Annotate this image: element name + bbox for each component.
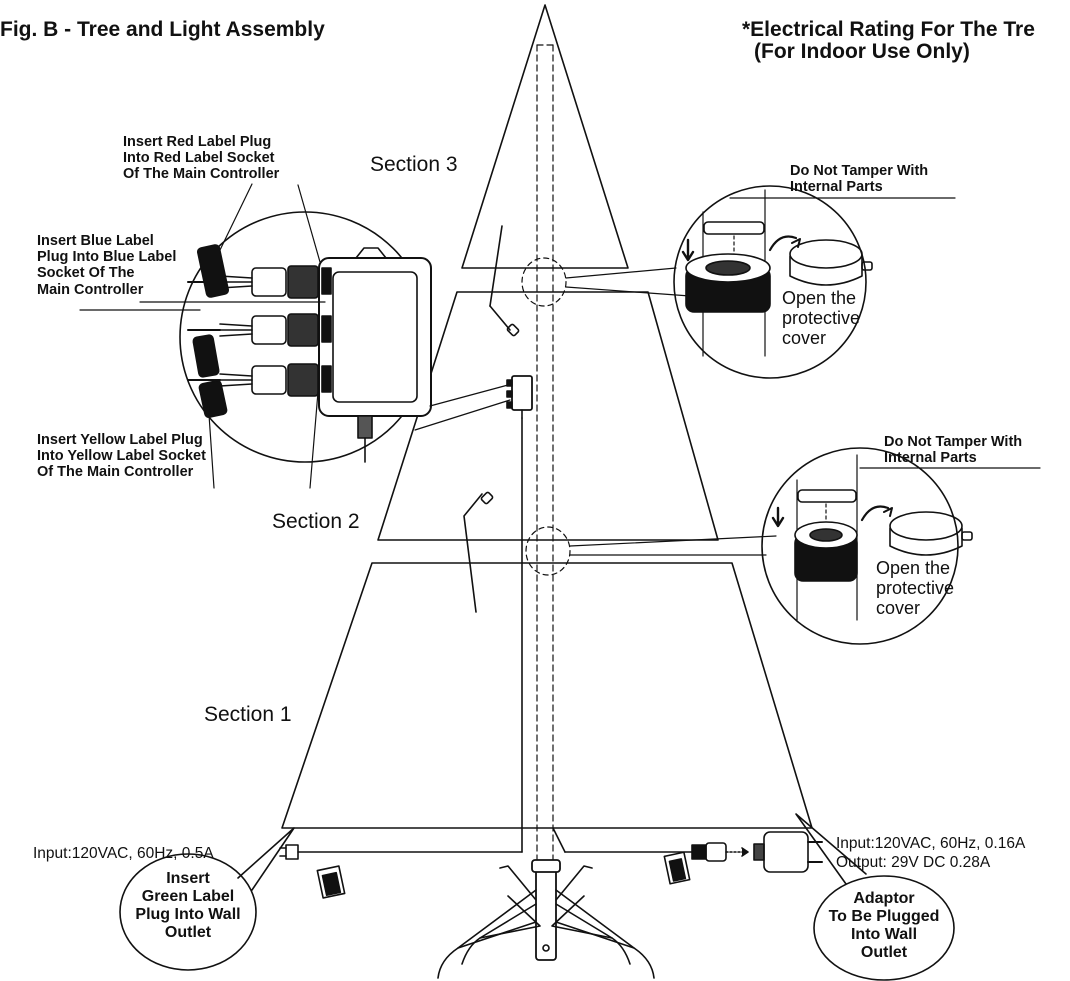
adaptor-callout: Adaptor To Be Plugged Into Wall Outlet — [828, 890, 940, 961]
green-plug-callout: Insert Green Label Plug Into Wall Outlet — [135, 870, 241, 941]
upper-tamper-warning: Do Not Tamper With Internal Parts — [790, 163, 929, 196]
lower-protective-cover-note: Open the protective cover — [876, 558, 955, 619]
lower-joint-detail — [761, 447, 973, 645]
main-controller-detail — [179, 211, 432, 463]
adaptor-input-rating: Input:120VAC, 60Hz, 0.16A — [836, 835, 1026, 852]
upper-joint-marker — [521, 257, 567, 307]
tree-section-1 — [281, 562, 813, 829]
section-2-label: Section 2 — [272, 510, 360, 533]
figure-title: Fig. B - Tree and Light Assembly — [0, 18, 325, 41]
upper-protective-cover-note: Open the protective cover — [782, 288, 861, 349]
green-plug-input-rating: Input:120VAC, 60Hz, 0.5A — [33, 845, 214, 862]
yellow-label-note: Insert Yellow Label Plug Into Yellow Lab… — [37, 432, 206, 481]
tree-stand — [437, 859, 655, 979]
adaptor-callout-shape — [795, 813, 955, 981]
upper-joint-detail — [673, 185, 873, 379]
electrical-note-line2: (For Indoor Use Only) — [754, 40, 970, 63]
green-plug-callout-shape — [119, 827, 295, 971]
electrical-note-line1: *Electrical Rating For The Tre — [742, 18, 1035, 41]
section2-plug — [463, 491, 494, 613]
section-1-label: Section 1 — [204, 703, 292, 726]
lower-joint-marker — [525, 526, 571, 576]
green-label-plug — [279, 844, 299, 860]
tree-section-3 — [461, 4, 629, 269]
adaptor-output-rating: Output: 29V DC 0.28A — [836, 854, 991, 871]
mini-controller — [506, 375, 533, 419]
section3-plug — [489, 225, 520, 337]
lower-tamper-warning: Do Not Tamper With Internal Parts — [884, 434, 1023, 467]
red-label-note: Insert Red Label Plug Into Red Label Soc… — [123, 134, 280, 183]
tree-section-2 — [377, 291, 719, 541]
blue-label-note: Insert Blue Label Plug Into Blue Label S… — [37, 233, 177, 298]
section-3-label: Section 3 — [370, 153, 458, 176]
adaptor-assembly — [691, 831, 823, 873]
